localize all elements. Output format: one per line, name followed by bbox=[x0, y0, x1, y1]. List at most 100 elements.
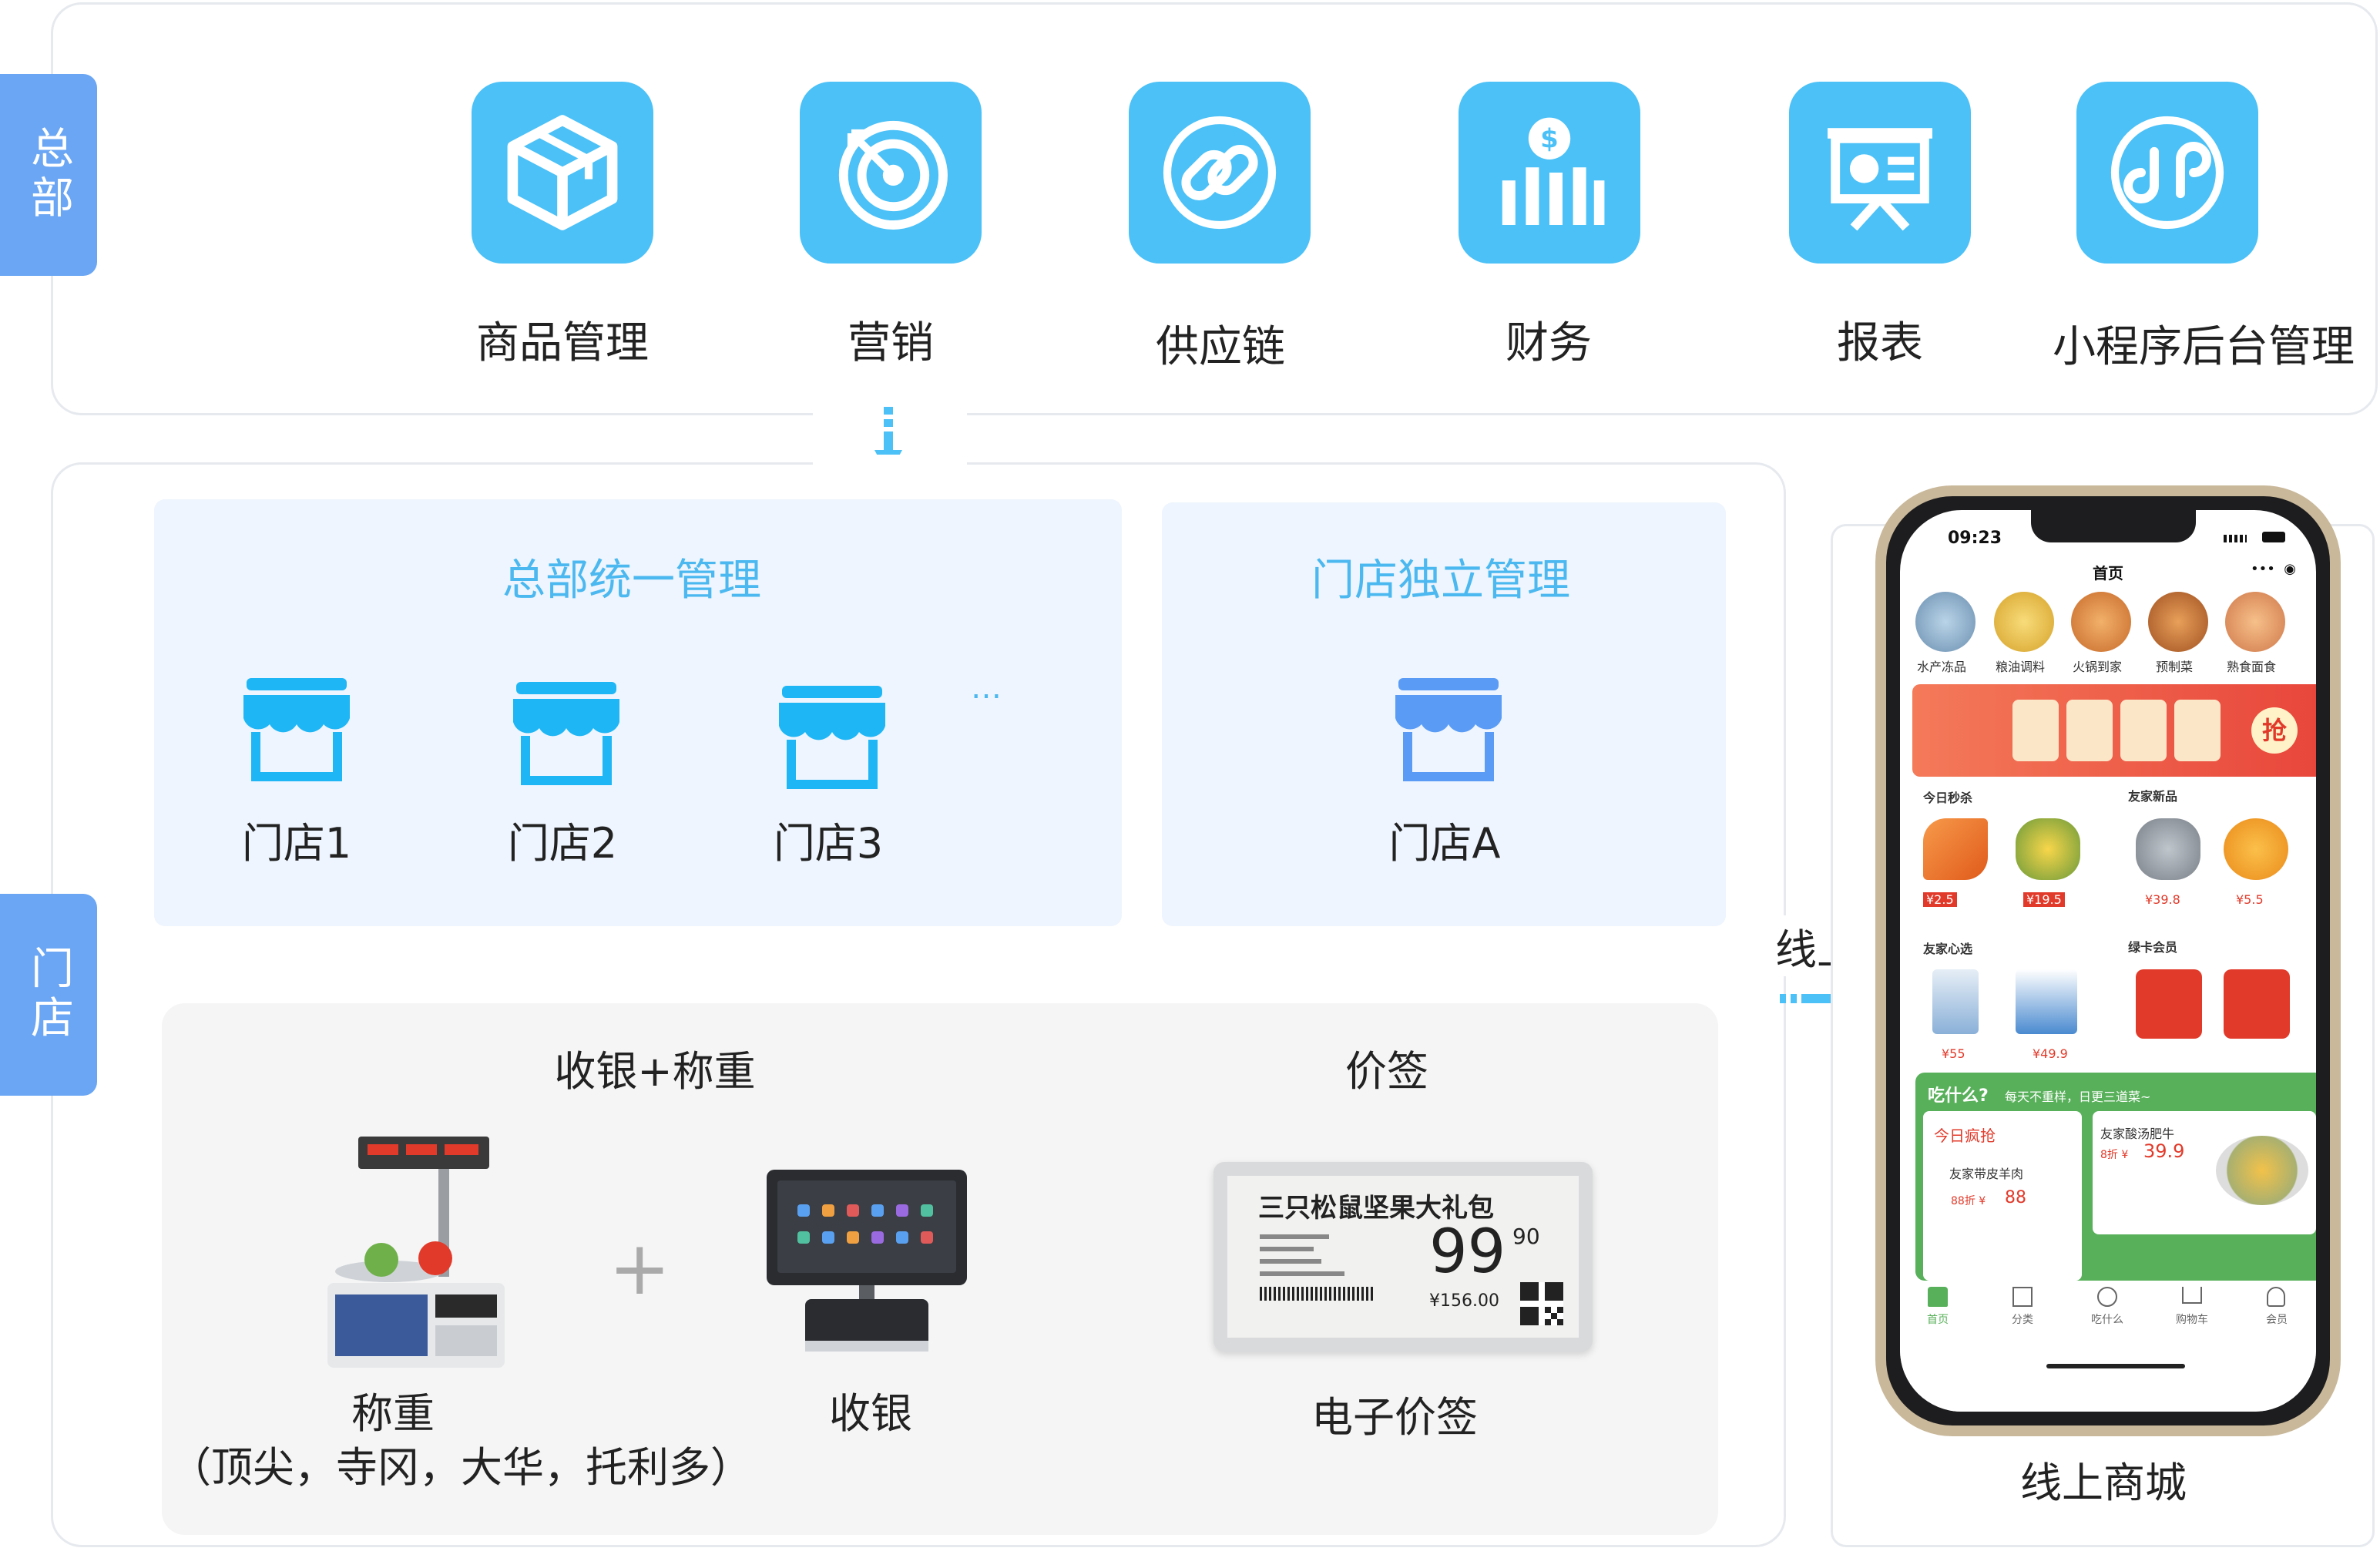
green-card-title: 绿卡会员 bbox=[2128, 940, 2178, 955]
tab-home-icon[interactable] bbox=[1928, 1287, 1948, 1307]
weighing-scale-image bbox=[327, 1137, 505, 1368]
qr-code-icon bbox=[1520, 1282, 1563, 1325]
flower-image[interactable] bbox=[2016, 818, 2080, 880]
store-a-label: 门店A bbox=[1388, 819, 1501, 868]
coupon-card-2[interactable] bbox=[2224, 969, 2290, 1039]
tab-eat-icon[interactable] bbox=[2097, 1287, 2117, 1307]
more-stores-ellipsis: … bbox=[971, 670, 1002, 706]
pos-terminal-image bbox=[767, 1170, 967, 1352]
category-label-hotpot: 火锅到家 bbox=[2073, 660, 2123, 674]
phone-mockup: 09:23 首页 ••• ◉ 水产冻品 粮油调料 火锅到家 预制菜 熟食面食 抢… bbox=[1875, 485, 2341, 1436]
category-grain-oil-image[interactable] bbox=[1994, 592, 2054, 652]
category-label-grain-oil: 粮油调料 bbox=[1996, 660, 2046, 674]
hot-deal-card[interactable] bbox=[1923, 1111, 2082, 1281]
selected-price-2: ¥49.9 bbox=[2033, 1046, 2068, 1061]
price-tag-screen: 三只松鼠坚果大礼包 99 90 ¥156.00 bbox=[1227, 1176, 1579, 1338]
selected-title: 友家心选 bbox=[1923, 942, 1973, 956]
price-tag-price-integer: 99 bbox=[1429, 1217, 1506, 1287]
tab-member-label[interactable]: 会员 bbox=[2266, 1314, 2288, 1326]
mini-program-admin-button[interactable] bbox=[2076, 82, 2258, 264]
unified-management-title: 总部统一管理 bbox=[502, 556, 761, 606]
soup-price: 39.9 bbox=[2143, 1140, 2185, 1162]
online-mall-label: 线上商城 bbox=[2020, 1459, 2187, 1507]
module-label-supply-chain: 供应链 bbox=[1156, 322, 1285, 372]
price-tag-product-name: 三只松鼠坚果大礼包 bbox=[1258, 1193, 1494, 1224]
store-a-icon bbox=[1395, 678, 1502, 781]
new-items-title: 友家新品 bbox=[2128, 789, 2178, 804]
svg-text:$: $ bbox=[1540, 124, 1559, 155]
coupon-card-1[interactable] bbox=[2136, 969, 2202, 1039]
tab-cart-icon[interactable] bbox=[2182, 1287, 2202, 1304]
scale-brands: （顶尖，寺冈，大华，托利多） bbox=[170, 1443, 752, 1492]
store-2-icon bbox=[513, 682, 619, 785]
milk-box-image[interactable] bbox=[2016, 969, 2077, 1034]
module-label-finance: 财务 bbox=[1506, 318, 1592, 368]
price-tag-price-decimal: 90 bbox=[1512, 1224, 1540, 1249]
electronic-price-tag-image: 三只松鼠坚果大礼包 99 90 ¥156.00 bbox=[1213, 1162, 1593, 1352]
supply-chain-button[interactable] bbox=[1129, 82, 1311, 264]
store-panel-gap bbox=[813, 455, 967, 470]
price-tag-title: 价签 bbox=[1345, 1047, 1428, 1096]
finance-button[interactable]: $ bbox=[1459, 82, 1640, 264]
new-price-1: ¥39.8 bbox=[2145, 892, 2180, 907]
chain-link-icon bbox=[1163, 116, 1277, 230]
store-tag: 门店 bbox=[0, 894, 97, 1096]
hot-deal-discount: 88折 ¥ bbox=[1951, 1195, 1986, 1207]
category-label-seafood: 水产冻品 bbox=[1917, 660, 1967, 674]
tab-category-icon[interactable] bbox=[2012, 1287, 2033, 1307]
price-tag-original-price: ¥156.00 bbox=[1429, 1291, 1499, 1311]
soup-item: 友家酸汤肥牛 bbox=[2100, 1127, 2175, 1141]
scale-label: 称重 bbox=[351, 1389, 435, 1438]
report-board-icon bbox=[1828, 128, 1932, 231]
category-prepared-image[interactable] bbox=[2148, 592, 2208, 652]
hot-deal-title: 今日疯抢 bbox=[1934, 1127, 1996, 1145]
home-indicator bbox=[2046, 1364, 2185, 1368]
status-time: 09:23 bbox=[1948, 529, 2002, 548]
finance-chart-icon: $ bbox=[1502, 117, 1605, 225]
shrimp-image[interactable] bbox=[2136, 818, 2200, 880]
store-1-label: 门店1 bbox=[241, 819, 352, 868]
status-icons bbox=[2224, 532, 2285, 542]
promo-banner[interactable]: 抢 bbox=[1912, 684, 2316, 777]
box-icon bbox=[507, 115, 618, 230]
product-management-button[interactable] bbox=[472, 82, 653, 264]
flash-price-2: ¥19.5 bbox=[2023, 892, 2065, 907]
soup-discount: 8折 ¥ bbox=[2100, 1149, 2129, 1161]
category-deli-image[interactable] bbox=[2225, 592, 2285, 652]
report-button[interactable] bbox=[1789, 82, 1971, 264]
store-3-icon bbox=[779, 686, 885, 789]
hq-tag: 总部 bbox=[0, 74, 97, 276]
tab-category-label[interactable]: 分类 bbox=[2012, 1314, 2033, 1326]
mini-program-icon bbox=[2110, 116, 2224, 230]
carrot-image[interactable] bbox=[1923, 818, 1988, 880]
flash-price-1: ¥2.5 bbox=[1923, 892, 1957, 907]
category-seafood-image[interactable] bbox=[1915, 592, 1976, 652]
independent-management-title: 门店独立管理 bbox=[1311, 556, 1570, 606]
tab-cart-label[interactable]: 购物车 bbox=[2176, 1314, 2208, 1326]
selected-price-1: ¥55 bbox=[1942, 1046, 1965, 1061]
banner-grab-badge: 抢 bbox=[2251, 707, 2298, 754]
phone-notch bbox=[2031, 510, 2196, 542]
store-3-label: 门店3 bbox=[773, 819, 884, 868]
pos-label: 收银 bbox=[829, 1389, 912, 1438]
module-label-mini-program: 小程序后台管理 bbox=[2053, 322, 2355, 372]
hot-deal-item: 友家带皮羊肉 bbox=[1949, 1167, 2024, 1181]
tab-home-label[interactable]: 首页 bbox=[1927, 1314, 1949, 1326]
orange-image[interactable] bbox=[2224, 818, 2288, 880]
mini-program-capsule[interactable]: ••• ◉ bbox=[2251, 561, 2297, 577]
target-icon bbox=[838, 120, 948, 230]
module-label-product: 商品管理 bbox=[476, 318, 649, 368]
tab-eat-label[interactable]: 吃什么 bbox=[2091, 1314, 2123, 1326]
tab-member-icon[interactable] bbox=[2267, 1287, 2285, 1307]
marketing-button[interactable] bbox=[800, 82, 982, 264]
plus-sign: + bbox=[609, 1225, 671, 1311]
cashier-weighing-title: 收银+称重 bbox=[554, 1047, 756, 1096]
what-to-eat-title: 吃什么? bbox=[1928, 1086, 1989, 1106]
category-label-prepared: 预制菜 bbox=[2156, 660, 2194, 674]
rice-bag-image[interactable] bbox=[1932, 969, 1979, 1034]
flash-sale-title: 今日秒杀 bbox=[1923, 791, 1973, 805]
category-hotpot-image[interactable] bbox=[2071, 592, 2131, 652]
electronic-price-tag-label: 电子价签 bbox=[1311, 1393, 1478, 1442]
price-tag-details-lines bbox=[1260, 1230, 1375, 1301]
new-price-2: ¥5.5 bbox=[2236, 892, 2264, 907]
